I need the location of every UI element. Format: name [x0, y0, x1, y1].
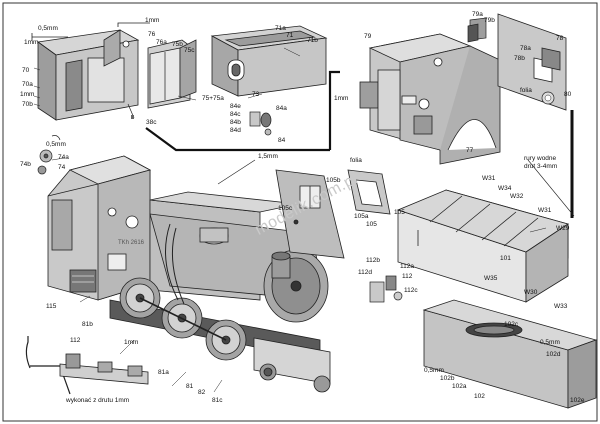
label-75c: 75c [184, 47, 195, 54]
label-81b: 81b [82, 321, 93, 328]
label-84b: 84b [230, 119, 241, 126]
label-71a: 71a [275, 25, 286, 32]
label-W34: W34 [498, 185, 512, 192]
label-101: 101 [500, 255, 511, 262]
label-77: 77 [466, 147, 474, 154]
part-group-112 [369, 275, 403, 303]
leader-lines [33, 47, 547, 393]
label-75b: 75b [172, 41, 183, 48]
part-group-locomotive [47, 155, 331, 393]
label-112-low: 112 [70, 337, 81, 344]
label-102a: 102a [452, 383, 467, 390]
label-76: 76 [148, 31, 156, 38]
label-112c: 112c [404, 287, 418, 294]
label-105-2: 105 [366, 221, 377, 228]
label-W35: W35 [484, 275, 498, 282]
part-group-79ab [467, 17, 487, 43]
label-79: 79 [364, 33, 372, 40]
label-76a: 76a [156, 39, 167, 46]
label-plate-number: TKh 2616 [118, 240, 145, 246]
label-05mm-top: 0,5mm [38, 25, 58, 32]
label-102d: 102d [546, 351, 561, 358]
label-105a: 105a [354, 213, 369, 220]
label-84c: 84c [230, 111, 241, 118]
label-drut: drut 3-4mm [524, 163, 558, 170]
part-group-77 [359, 33, 501, 165]
label-38c: 38c [146, 119, 157, 126]
label-W29: W29 [556, 225, 570, 232]
label-1mm-left: 1mm [24, 39, 39, 46]
label-W31: W31 [482, 175, 496, 182]
label-81c: 81c [212, 397, 223, 404]
label-115: 115 [46, 303, 57, 310]
part-group-102 [422, 299, 598, 409]
label-84e: 84e [230, 103, 241, 110]
label-105c: 105c [278, 205, 293, 212]
label-102b: 102b [440, 375, 455, 382]
label-73: 73 [252, 91, 260, 98]
label-112a: 112a [400, 263, 414, 270]
label-84a: 84a [276, 105, 287, 112]
label-wykonac: wykonać z drutu 1mm [66, 397, 130, 404]
part-group-74 [37, 135, 65, 175]
label-81a: 81a [158, 369, 169, 376]
label-70b: 70b [22, 101, 33, 108]
label-W30: W30 [524, 289, 538, 296]
label-74: 74 [58, 164, 66, 171]
part-group-70 [36, 29, 140, 121]
label-84: 84 [278, 137, 286, 144]
label-71: 71 [286, 32, 294, 39]
label-78: 78 [556, 35, 564, 42]
label-75-75a: 75+75a [202, 95, 224, 102]
label-74a: 74a [58, 154, 69, 161]
part-group-84 [249, 111, 272, 136]
label-W33: W33 [554, 303, 568, 310]
label-folia-top: folia [520, 87, 532, 94]
label-05mm-102b: 0,5mm [424, 367, 444, 374]
part-group-W [396, 189, 569, 303]
label-105b: 105b [326, 177, 341, 184]
part-group-71 [210, 25, 328, 97]
label-70a: 70a [22, 81, 33, 88]
label-112b: 112b [366, 257, 380, 264]
label-80: 80 [564, 91, 572, 98]
label-05mm-102: 0,5mm [540, 339, 560, 346]
label-82: 82 [198, 389, 206, 396]
label-70: 70 [22, 67, 30, 74]
part-group-76 [147, 39, 197, 109]
label-105: 105 [394, 209, 405, 216]
label-79a: 79a [472, 11, 483, 18]
locomotive-wheels [119, 277, 247, 361]
label-1mm-top: 1mm [145, 17, 160, 24]
label-78a: 78a [520, 45, 531, 52]
label-79b: 79b [484, 17, 495, 24]
label-rury: rury wodne [524, 155, 557, 162]
label-84d: 84d [230, 127, 241, 134]
label-112d: 112d [358, 269, 372, 276]
label-1mm-cab: 1mm [334, 95, 349, 102]
label-102e: 102e [570, 397, 585, 404]
label-1mm-70: 1mm [20, 91, 35, 98]
part-group-105 [275, 169, 391, 259]
label-folia-105: folia [350, 157, 362, 164]
label-112: 112 [402, 273, 413, 280]
part-group-78 [497, 13, 567, 111]
label-71b: 71b [307, 37, 318, 44]
label-102: 102 [474, 393, 485, 400]
label-W32: W32 [510, 193, 524, 200]
label-W31b: W31 [538, 207, 552, 214]
label-1-5mm: 1,5mm [258, 153, 278, 160]
label-81: 81 [186, 383, 194, 390]
part-group-112-wire [25, 336, 149, 395]
label-1mm-81: 1mm [124, 339, 139, 346]
label-78b: 78b [514, 55, 525, 62]
label-74b: 74b [20, 161, 31, 168]
label-05mm-74: 0,5mm [46, 141, 66, 148]
label-102c: 102c [504, 321, 519, 328]
